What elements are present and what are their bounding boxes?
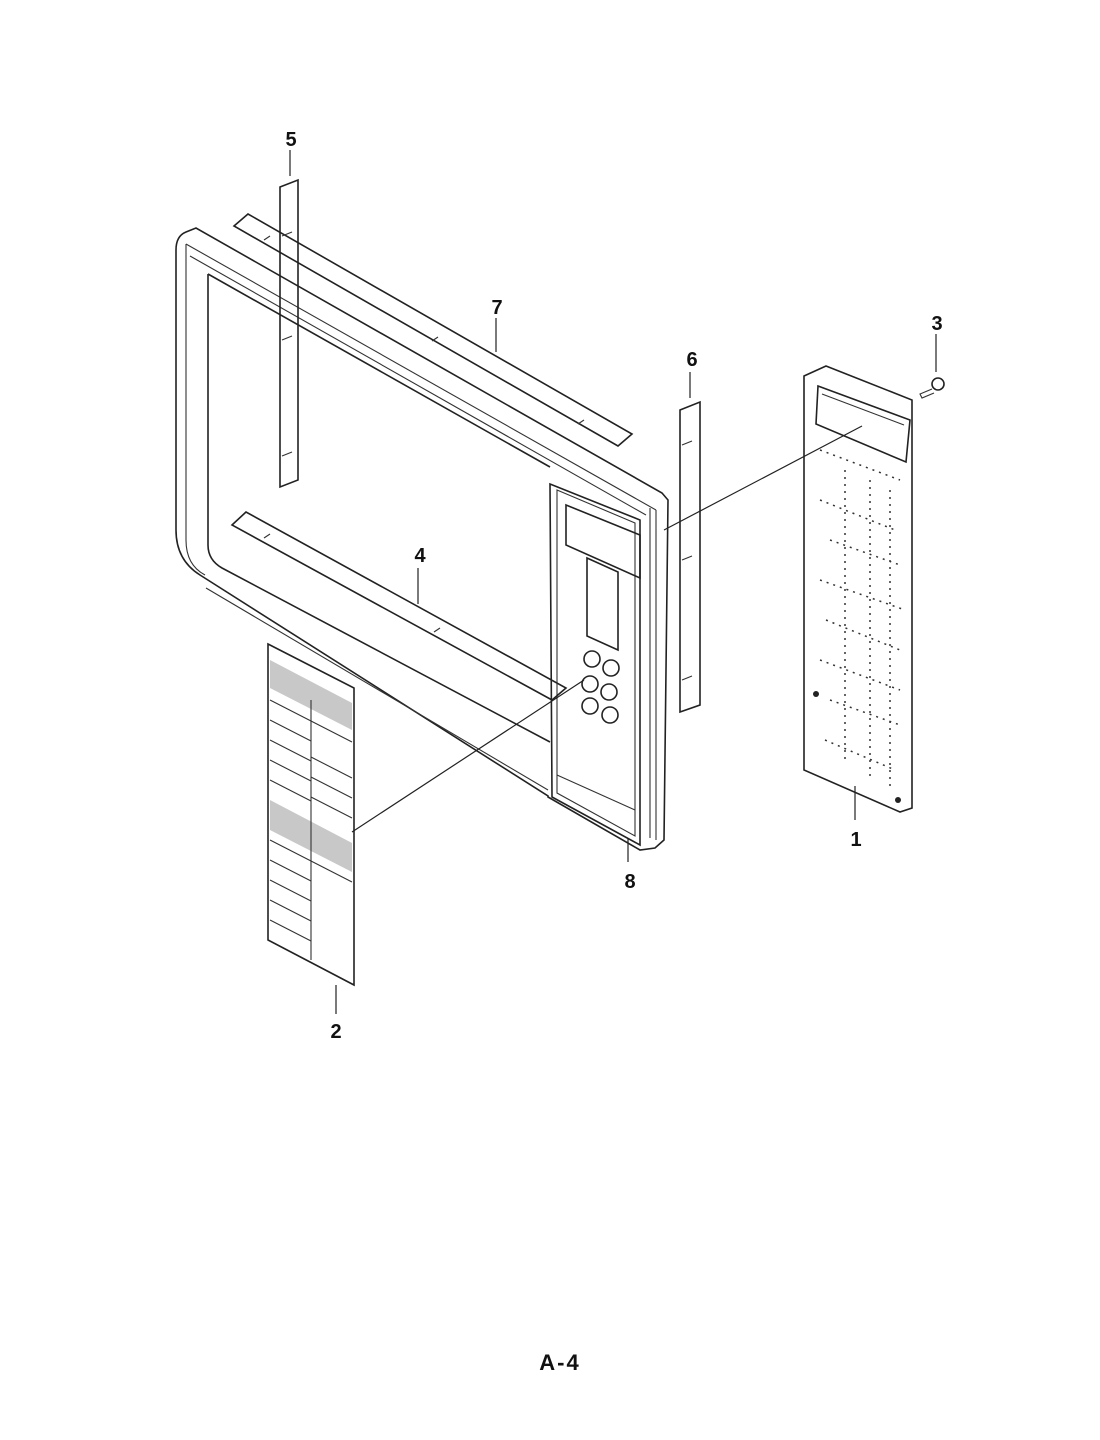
seal-strip-part-7	[232, 213, 634, 447]
label-part-3: 3	[931, 313, 942, 335]
label-part-4: 4	[414, 545, 426, 567]
part-labels: 5 7 6 3 4 8 1 2	[285, 129, 942, 1043]
label-part-1: 1	[850, 829, 861, 851]
label-part-8: 8	[624, 871, 635, 893]
label-part-6: 6	[686, 349, 697, 371]
screw-part-3	[919, 377, 945, 399]
label-part-7: 7	[491, 297, 502, 319]
side-strip-part-5	[279, 178, 299, 489]
label-part-2: 2	[330, 1021, 341, 1043]
frame-part-8	[175, 227, 669, 851]
keypad-overlay-part-2	[267, 642, 355, 987]
page-number: A-4	[539, 1350, 581, 1375]
side-strip-part-6	[679, 400, 701, 714]
leader-lines	[289, 150, 937, 1014]
label-part-5: 5	[285, 129, 296, 151]
seal-strip-part-4	[230, 511, 568, 701]
circuit-board-part-1	[803, 365, 913, 813]
